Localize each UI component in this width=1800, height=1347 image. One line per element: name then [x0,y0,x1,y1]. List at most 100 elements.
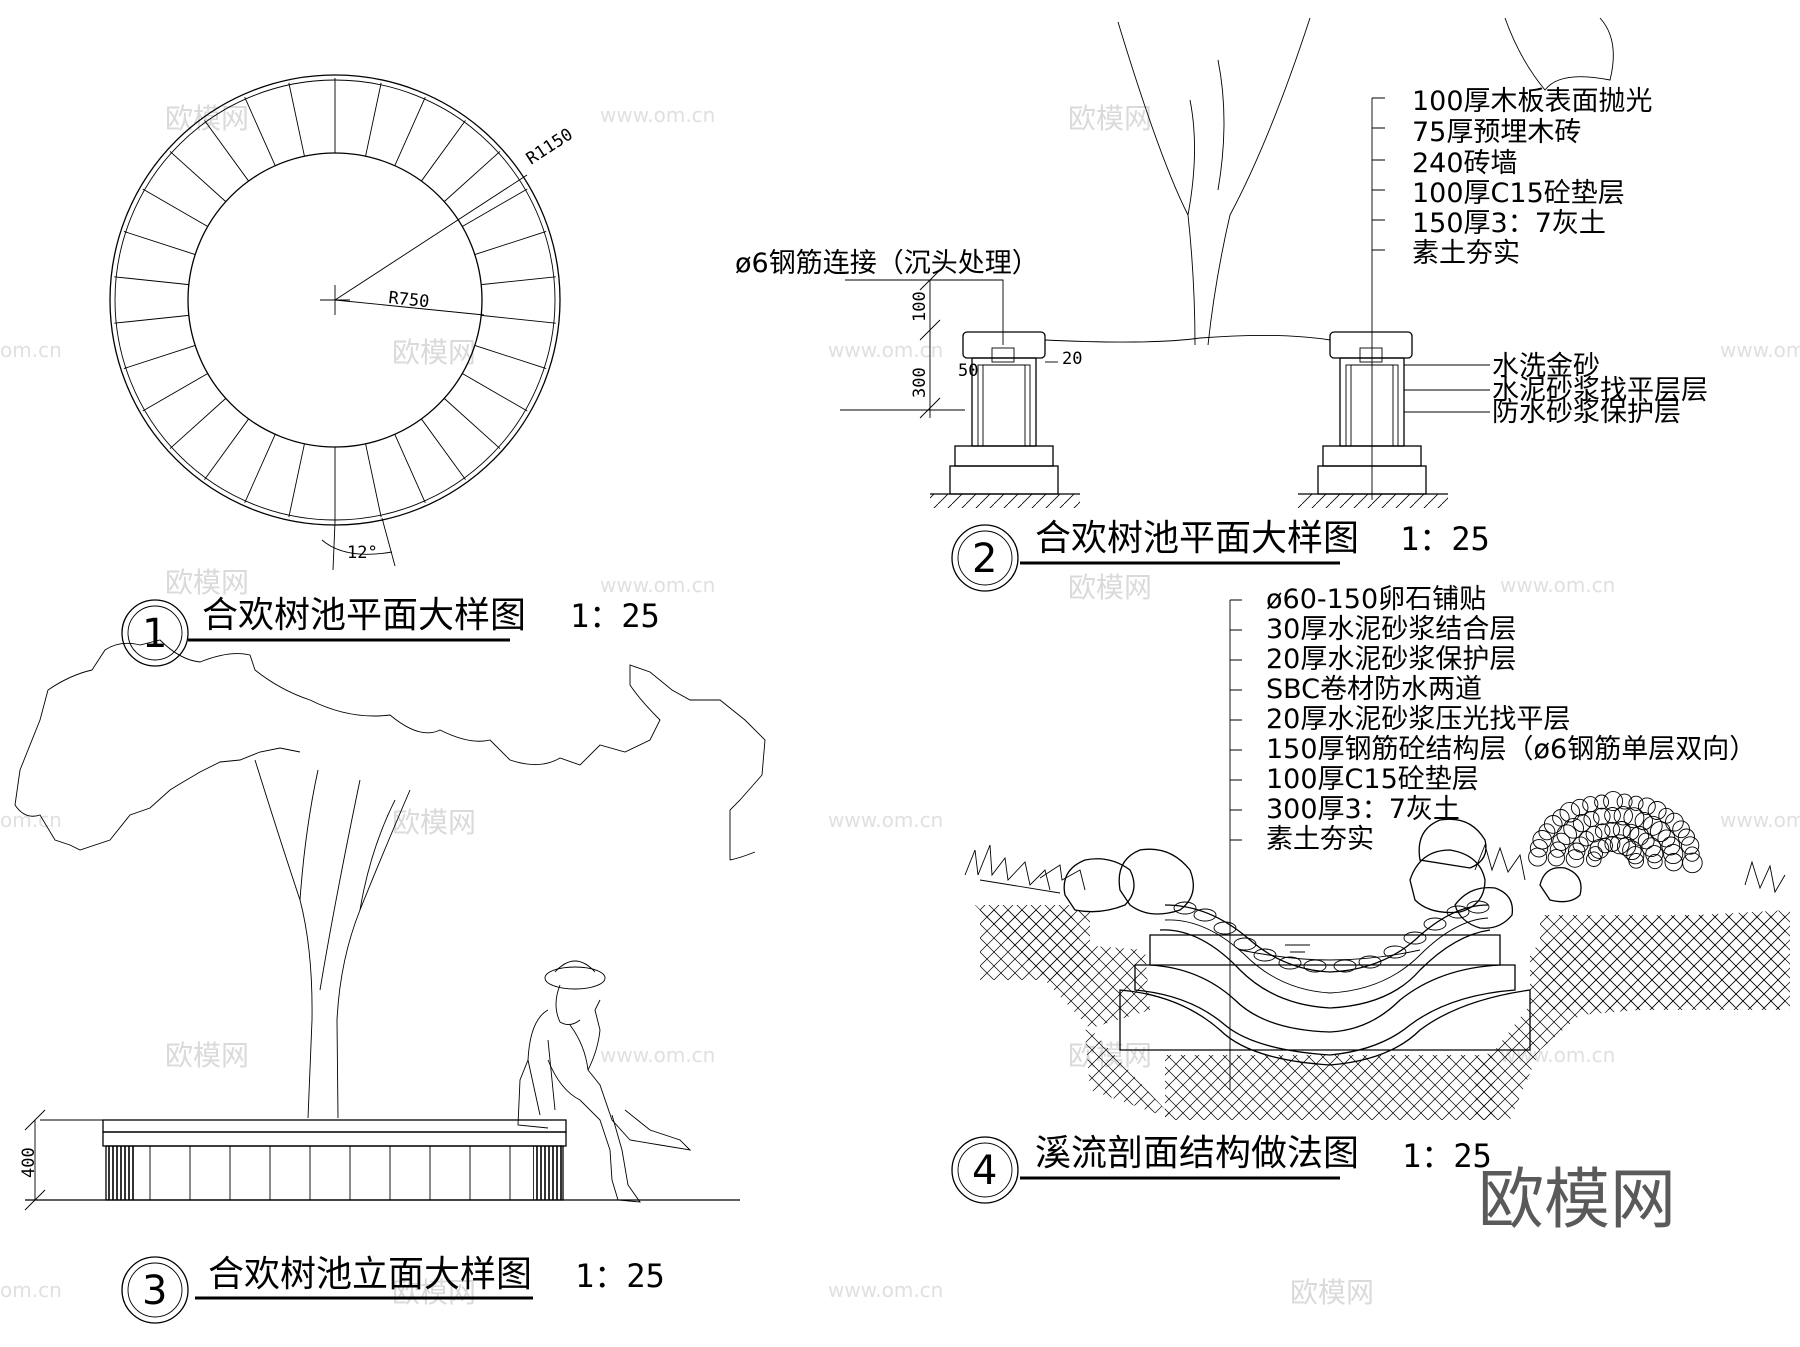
shrub-leaf-cluster [1613,806,1633,826]
ground-hatch-left [980,910,1090,980]
shrub-leaf-cluster [1552,809,1570,827]
shrub-leaf-cluster [1616,793,1633,810]
ring-segment-joint [481,276,556,286]
angle-extension-lines [332,517,396,571]
pebble [1233,937,1257,951]
gravel-bed-layer [1119,989,1531,1066]
detail-number-circle-inner [957,1142,1013,1198]
ring-segment-joint [462,373,528,412]
layer-label: 240砖墙 [1412,148,1518,179]
detail-1-plan: R1150 R750 12° 1 合欢树池平面大样图 1：25 [109,74,660,667]
shrub-leaf-cluster [1634,811,1653,831]
pebble [1446,905,1470,919]
stream-layer-label: SBC卷材防水两道 [1266,674,1482,705]
detail-title: 合欢树池平面大样图 [202,595,526,636]
ring-segment-joint [114,276,189,286]
detail-number: 2 [972,536,997,582]
segment-angle-label: 12° [347,543,378,563]
layer-leader-ticks [1230,599,1242,841]
watermark: 欧模网 [165,1039,249,1072]
tree-trunk-right [1207,17,1311,346]
watermark: 欧模网 [392,806,476,839]
shrub-leaf-cluster [1604,807,1621,824]
shrub-leaf-cluster [1649,821,1671,843]
shrub-leaf-cluster [1578,830,1595,847]
grass [964,844,1086,894]
tree-foliage [1504,17,1614,91]
pebble-layer [1164,904,1489,973]
shrub-leaf-cluster [1604,821,1621,838]
ring-segment-joint [365,443,382,518]
pebble [1278,956,1302,970]
stream-layer-label: 100厚C15砼垫层 [1266,764,1479,795]
watermark-url: om.cn [0,808,62,832]
pebble [1173,901,1197,915]
shrub-leaf-cluster [1637,832,1655,850]
ring-segment-joint [481,314,556,324]
outer-radius-leader [334,174,528,301]
ring-segment-joint [114,314,189,324]
ground-line [1044,334,1331,343]
shrub-leaf-cluster [1549,841,1567,858]
inner-radius-label: R750 [387,288,430,312]
seated-person-figure [517,960,692,1203]
detail-scale: 1：25 [575,1257,665,1295]
shrub-leaf-cluster [1684,846,1700,862]
detail-number-circle [951,524,1019,592]
watermark-url: www.om.cn [828,1278,943,1302]
finish-label: 水泥砂浆找平层层 [1492,375,1708,406]
detail-2-section: 100 300 50 20 ø6钢筋连接（沉头处理） 100厚木板表面抛光 75… [735,17,1708,592]
finish-label: 防水砂浆保护层 [1492,397,1681,428]
shrub-leaf-cluster [1616,836,1637,856]
shrub-leaf-cluster [1597,837,1613,854]
ring-segment-joint [462,188,528,227]
ground-hatch-bottom [1165,1055,1495,1120]
pebble [1213,921,1237,935]
shrub-leaf-cluster [1647,801,1667,820]
bench-body [105,1145,564,1201]
watermark-url: www.om.cn [828,338,943,362]
shrub-leaf-cluster [1552,832,1571,851]
stream-layer-label: 20厚水泥砂浆保护层 [1266,644,1516,675]
curb-right [1298,331,1448,508]
detail-number: 1 [142,611,167,657]
dimension-line [24,1109,110,1211]
tree-branches [299,769,396,991]
layer-label: 100厚C15砼垫层 [1412,178,1625,209]
shrub-leaf-cluster [1657,829,1676,848]
water-surface [1239,949,1421,961]
shrub-leaf-cluster [1583,811,1600,828]
dim-20: 20 [1062,349,1082,369]
curb-left [930,331,1080,508]
watermark-url: www.om.cn [600,1043,715,1067]
shrub-leaf-cluster [1529,839,1549,858]
ring-segment-joint [142,188,208,227]
layer-leader-ticks [1372,97,1385,251]
grass [1474,843,1526,881]
shrub-leaf-cluster [1665,812,1684,832]
shrub-leaf-cluster [1609,834,1630,855]
shrub-leaf-cluster [1647,853,1663,870]
detail-number-circle [951,1136,1019,1204]
ring-segment-joint [123,344,196,370]
shrub-leaf-cluster [1586,851,1602,867]
mortar-layer [1164,917,1489,994]
shrub-leaf-cluster [1563,817,1584,839]
shrub-leaf-cluster [1604,836,1621,852]
shrub-leaf-cluster [1582,796,1599,813]
shrub-leaf-cluster [1622,823,1640,841]
ring-segment-joint [394,434,426,503]
watermark-url: www.om.cn [1500,573,1615,597]
shrub-leaf-cluster [1622,840,1642,861]
stream-layer-label: ø60-150卵石铺贴 [1266,584,1486,615]
watermark-url: www.om.cn [600,103,715,127]
detail-number: 4 [972,1148,997,1194]
layer-label: 150厚3：7灰土 [1412,208,1606,239]
shrub-leaf-cluster [1594,794,1610,810]
shrub-leaf-cluster [1664,853,1683,872]
detail-scale: 1：25 [1402,1137,1492,1175]
shrub-leaf-cluster [1628,795,1644,811]
pebble [1403,931,1427,945]
tree-canopy-left [47,639,766,860]
